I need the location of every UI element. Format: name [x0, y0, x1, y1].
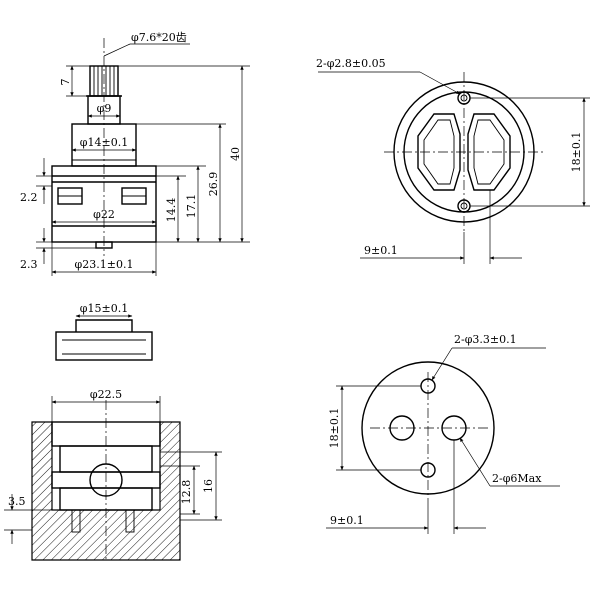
label-body-diameter-22: φ22	[93, 208, 115, 221]
label-height-14-4: 14.4	[165, 198, 178, 223]
label-height-12-8: 12.8	[180, 480, 193, 505]
label-total-height: 40	[229, 147, 242, 161]
body	[51, 38, 157, 256]
label-cap-diameter: φ15±0.1	[80, 302, 128, 315]
section-view: φ22.5 16 12.8 3.5	[4, 388, 222, 561]
top-end-view: 2-φ2.8±0.05 18±0.1 9±0.1	[316, 57, 590, 264]
label-stem-diameter: φ9	[97, 102, 112, 115]
cap-part-view: φ15±0.1	[55, 302, 153, 361]
label-neck-diameter: φ14±0.1	[80, 136, 128, 149]
label-top-pitch: 18±0.1	[570, 132, 583, 173]
label-top-holes: 2-φ2.8±0.05	[316, 57, 386, 70]
label-bottom-pitch: 18±0.1	[328, 408, 341, 449]
port-right	[467, 113, 511, 191]
label-height-16: 16	[202, 479, 215, 493]
label-section-diameter: φ22.5	[90, 388, 122, 401]
label-height-3-5: 3.5	[8, 495, 26, 508]
port-left	[417, 113, 461, 191]
label-spline: φ7.6*20齿	[131, 31, 187, 44]
label-body-diameter-23-1: φ23.1±0.1	[75, 258, 134, 271]
label-bottom-ports: 2-φ6Max	[492, 472, 542, 485]
label-height-2-3: 2.3	[20, 258, 38, 271]
label-stem-height: 7	[59, 79, 72, 86]
label-bottom-offset: 9±0.1	[330, 514, 364, 527]
label-top-offset: 9±0.1	[364, 244, 398, 257]
label-height-26-9: 26.9	[207, 172, 220, 197]
label-bottom-holes: 2-φ3.3±0.1	[454, 333, 517, 346]
bottom-end-view: 2-φ3.3±0.1 18±0.1 2-φ6Max 9±0.1	[326, 333, 560, 534]
label-height-17-1: 17.1	[185, 194, 198, 219]
side-elevation-view: φ7.6*20齿 7 φ9 φ14±0.1 40 26.9 17.1 14.4 …	[20, 31, 250, 276]
label-height-2-2: 2.2	[20, 191, 38, 204]
